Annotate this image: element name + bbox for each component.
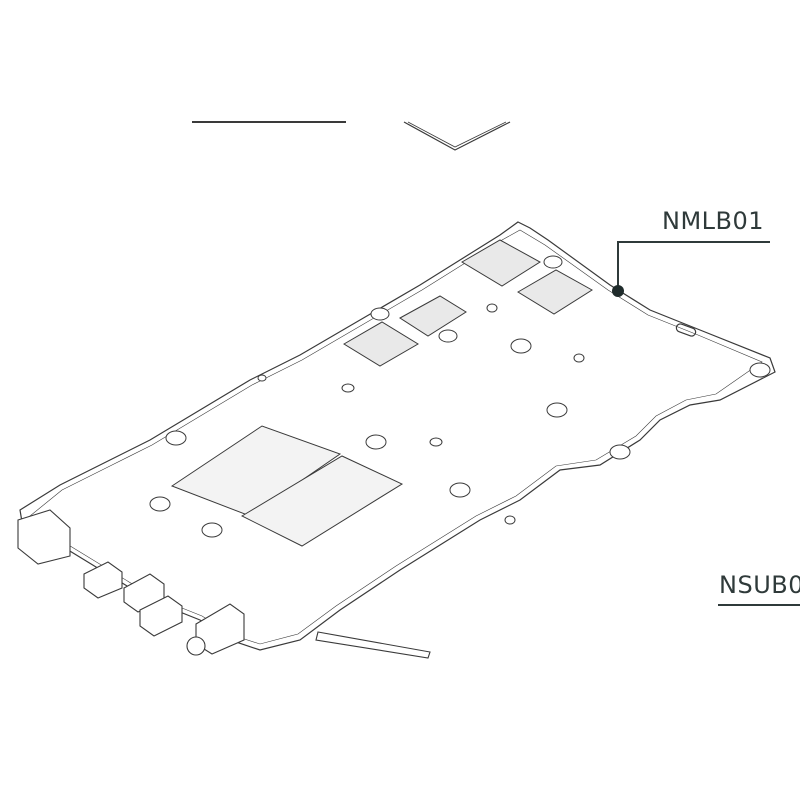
- callout-label-nmlb01: NMLB01: [662, 207, 765, 235]
- callout-label-nsub0: NSUB0: [719, 571, 800, 599]
- memory-chip: [343, 321, 419, 367]
- memory-chip: [399, 295, 467, 337]
- standoffs: [149, 255, 771, 538]
- usb-c-port: [139, 595, 183, 637]
- cable-ribbon: [315, 631, 431, 659]
- port-connector: [17, 509, 71, 565]
- memory-chip: [517, 269, 593, 315]
- leader-dot: [612, 285, 624, 297]
- mounting-slot: [675, 323, 697, 337]
- audio-jack-barrel: [186, 636, 206, 656]
- leader-line-nmlb01: [617, 241, 770, 290]
- usb-c-port: [83, 561, 123, 599]
- mainboard-outline: [19, 221, 776, 651]
- upper-part-corner: [403, 121, 511, 151]
- cpu-shield: [170, 425, 342, 517]
- gpu-shield: [240, 455, 404, 547]
- memory-chip: [461, 239, 541, 287]
